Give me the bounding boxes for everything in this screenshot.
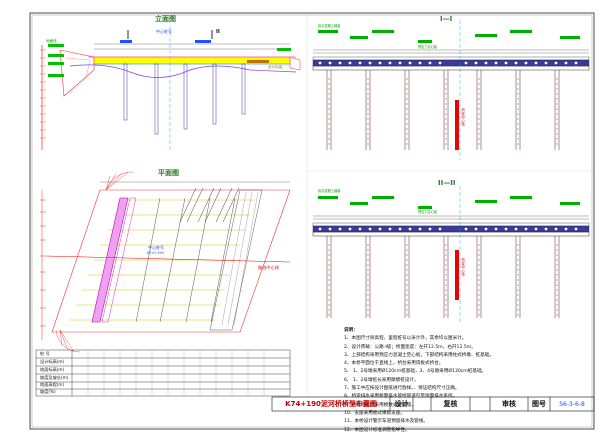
note-item: 1、本图尺寸除高程、里程桩号以米计外，其余均以厘米计。 <box>344 336 467 342</box>
section-1-asphalt-label: 氥青混凝土铺装 <box>318 24 341 28</box>
section-1 <box>312 20 590 160</box>
plan-center-station: K74+190 <box>147 251 164 255</box>
ground-line-label: 地面线 <box>46 39 57 43</box>
notes-heading: 说明： <box>344 328 358 333</box>
note-item: 2、设计荷载：公路-I级；桥面宽度：左幵12.5m，右幵12.5m。 <box>344 344 476 350</box>
table-row-label: 坡度及坡长(m) <box>40 375 69 380</box>
note-item: 3、上部结构采用预应力混凝土空心板，下部结构采用柱式桥墩、桩基础。 <box>344 352 494 358</box>
table-row-label: 桩 号 <box>40 351 50 356</box>
section-2-bridge-centerline: 桥梁中心线 <box>461 258 466 276</box>
table-row-label: 地面高程(m) <box>40 382 65 387</box>
design-notes: 说明： 1、本图尺寸除高程、里程桩号以米计外，其余均以厘米计。 2、设计荷载：公… <box>344 327 592 435</box>
note-item: 5、 1、2号墩采用Ø120cm桩基础，3、4号墩采用Ø130cm桩基础。 <box>344 369 487 375</box>
review-label: 复核 <box>443 400 458 408</box>
drawing-title: K74+190泥河桥桥型布置图 <box>285 400 377 408</box>
section-2-title: II—II <box>438 179 456 187</box>
elevation-centerline-label: 中心桩号 <box>156 29 172 34</box>
elevation-title: 立面图 <box>155 15 176 23</box>
table-row-label: 地面标高(m) <box>40 367 65 372</box>
note-item: 10、支座采用板式橡胶支座。 <box>344 410 405 416</box>
note-item: 12、本图设计标准调管指导性。 <box>344 427 410 433</box>
sheet-inner-border <box>31 14 593 428</box>
section-2-slab-label: 预应力空心板 <box>418 210 438 214</box>
section-1-title: I—I <box>440 15 453 23</box>
table-row-label: 设计标高(m) <box>40 359 65 364</box>
section-1-bridge-centerline: 桥梁中心线 <box>461 108 466 126</box>
sheet-border <box>29 12 595 430</box>
section-2 <box>312 186 590 322</box>
elevation-table <box>35 349 291 397</box>
design-label: 设计 <box>394 400 409 408</box>
section-2-asphalt-label: 氥青混凝土铺装 <box>318 189 341 193</box>
audit-label: 审核 <box>502 400 516 408</box>
sheet-no-label: 图号 <box>532 400 546 408</box>
plan-scale <box>40 190 46 340</box>
title-block <box>271 396 595 412</box>
note-item: 6、 1、2号墩桩长采用摩擦桩设计。 <box>344 377 419 383</box>
elevation-view <box>40 26 301 150</box>
design-elevation-label: 设计标高 <box>268 65 283 69</box>
plan-title: 平面图 <box>158 169 179 177</box>
table-row-label: 坡度(%) <box>40 389 56 394</box>
note-item: 11、本桥设计警示车道预留排水及管线。 <box>344 419 428 425</box>
sheet-number: S6-3-6-8 <box>559 400 585 408</box>
note-item: 7、施工中应按设计图纸进行放样。、保证结构尺寸正确。 <box>344 386 460 392</box>
section-1-slab-label: 预应力空心板 <box>418 45 438 49</box>
elevation-section-mark: II <box>216 29 220 35</box>
note-item: 4、本桥平面位于直线上，桥台采用肉板式桥台。 <box>344 361 444 367</box>
plan-centerline-label: 中心桩号 <box>148 245 164 250</box>
road-centerline-label: 路线中心线 <box>258 265 279 270</box>
note-item: 8、桥梁排水采用桥面排水管经管道引至地面排水系统。 <box>344 394 458 400</box>
plan-view <box>45 171 291 353</box>
note-item: 9、桥梁伸缩缝采用模数式伸缩缝。 <box>344 402 416 408</box>
